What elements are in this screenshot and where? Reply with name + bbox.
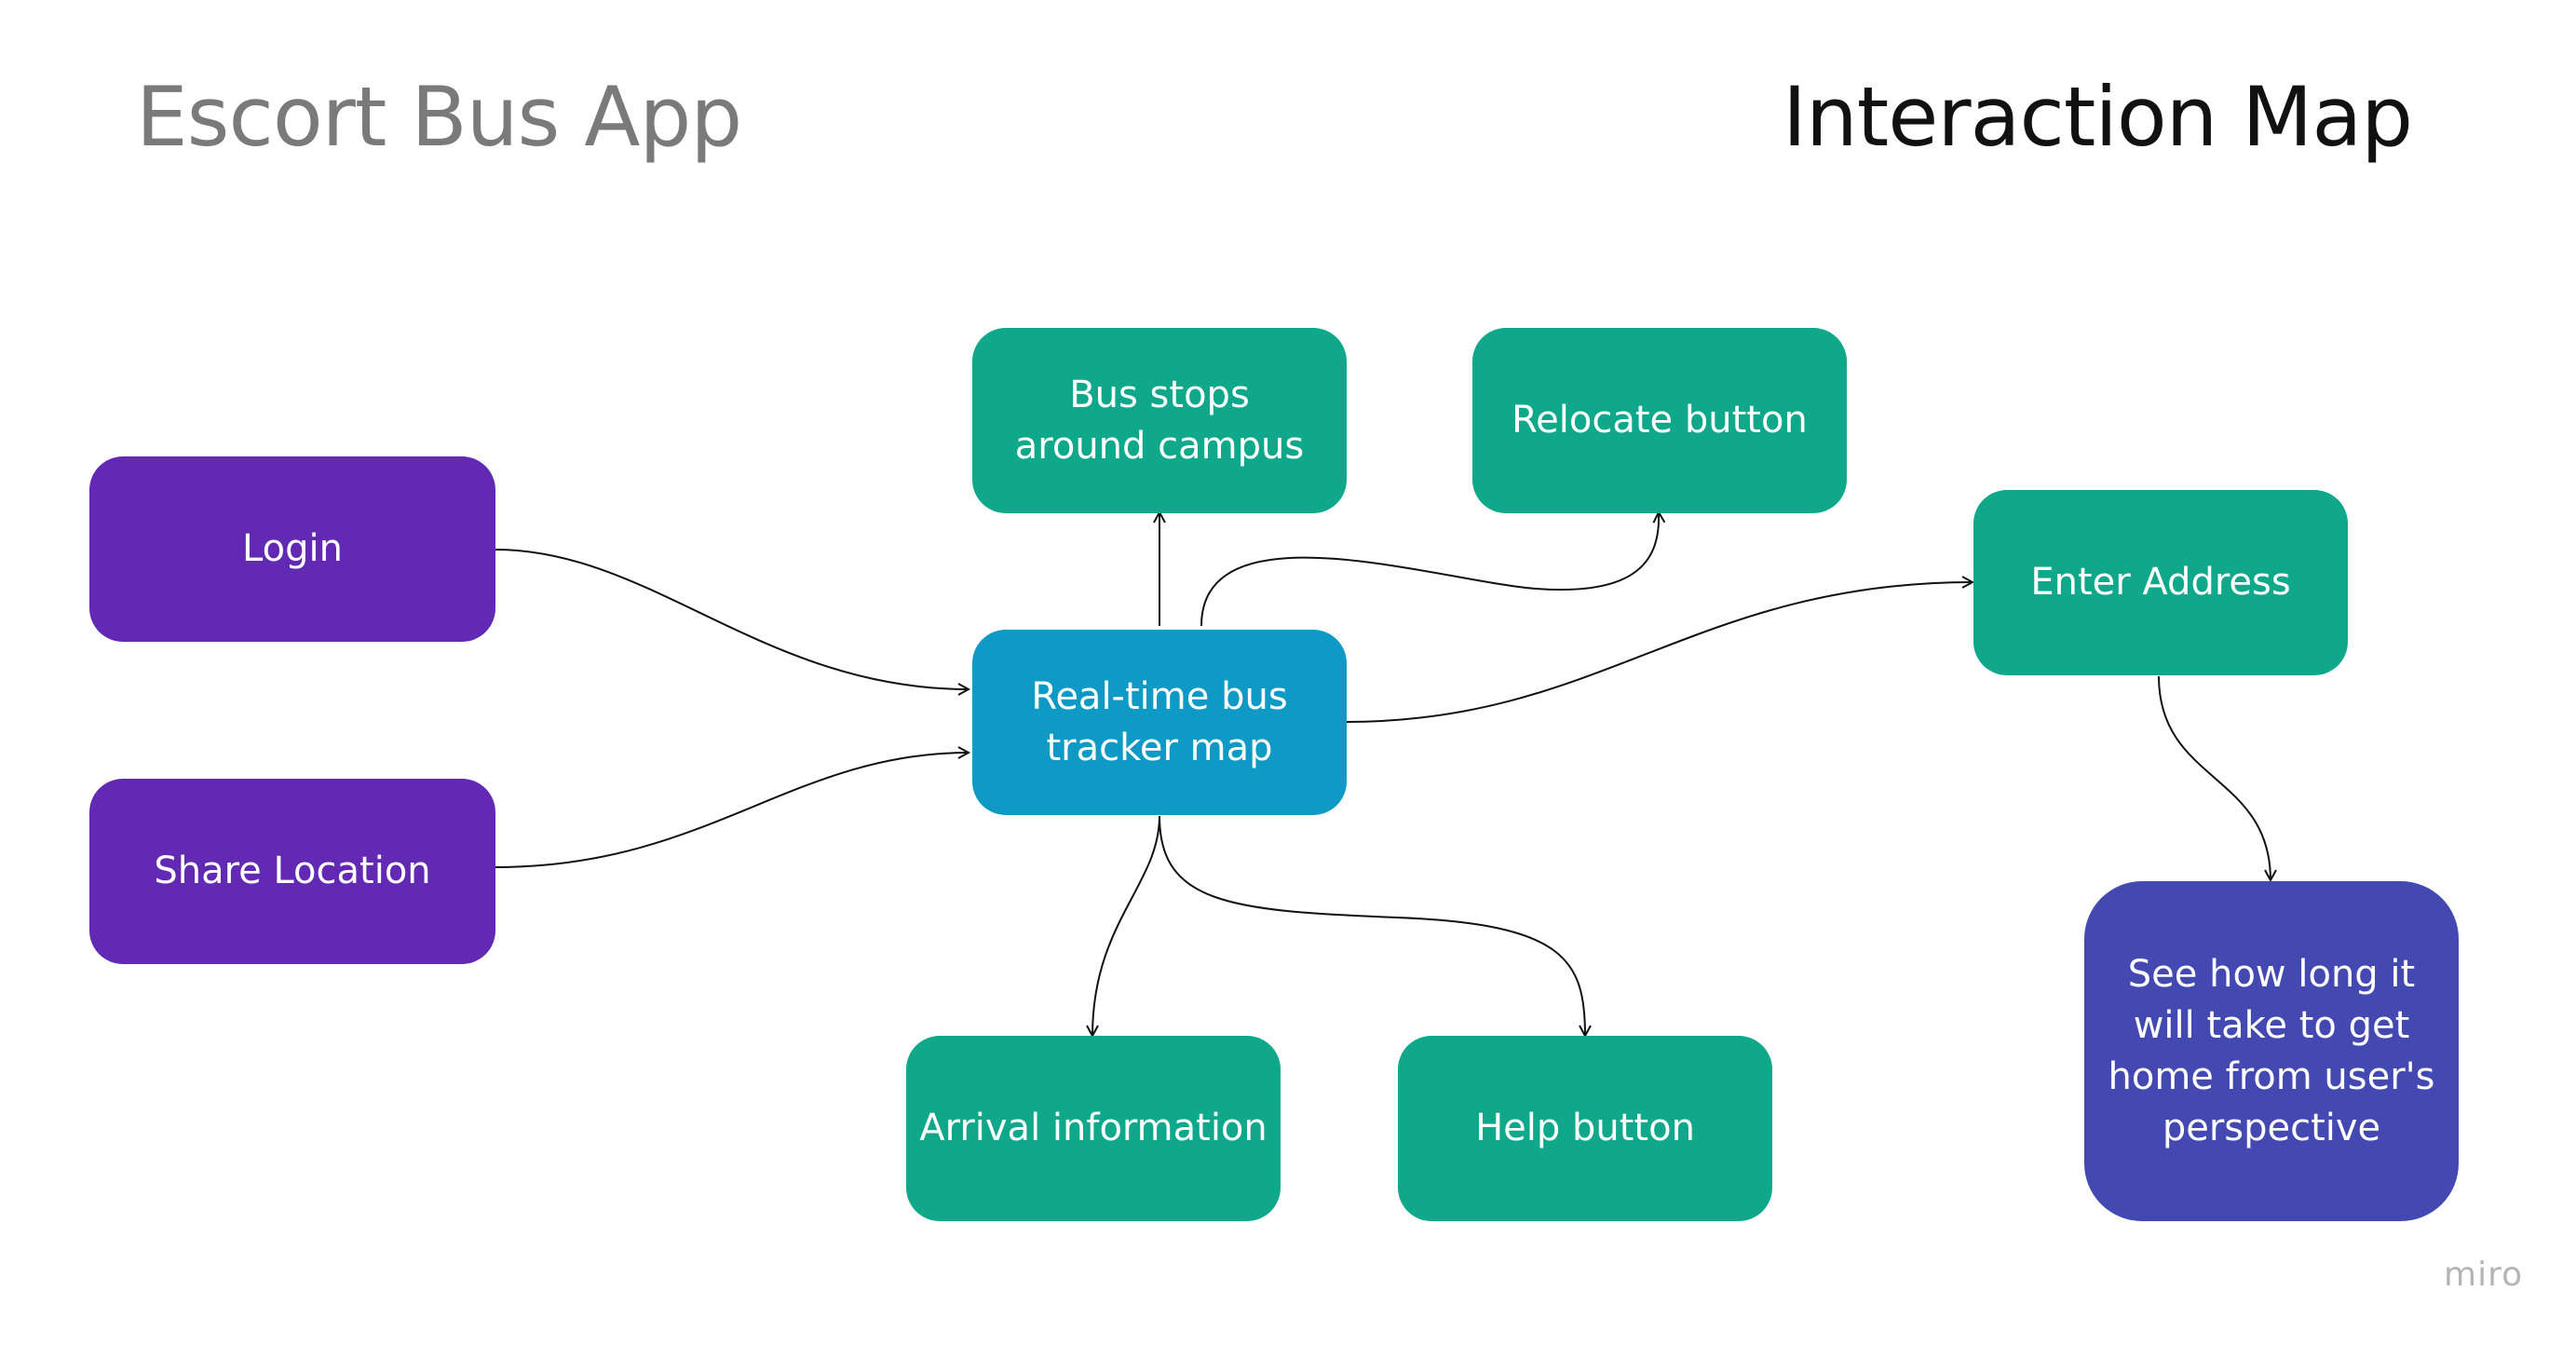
arrival-info-node-label: Arrival information [919,1107,1268,1149]
edge-login-to-tracker [495,549,969,689]
relocate-node[interactable]: Relocate button [1472,328,1847,513]
share-location-node-label: Share Location [154,850,431,892]
edge-tracker-to-arrival [1092,815,1160,1036]
help-button-node[interactable]: Help button [1398,1036,1772,1221]
app-title: Escort Bus App [136,69,742,165]
enter-address-node[interactable]: Enter Address [1973,490,2348,675]
edge-tracker-to-help [1159,815,1585,1036]
time-home-node[interactable]: See how long it will take to get home fr… [2084,881,2459,1221]
bus-stops-node-label: Bus stops around campus [1014,373,1305,468]
arrival-info-node[interactable]: Arrival information [906,1036,1281,1221]
share-location-node[interactable]: Share Location [89,779,495,964]
enter-address-node-label: Enter Address [2030,561,2291,604]
tracker-map-node[interactable]: Real-time bus tracker map [972,630,1347,815]
tracker-map-node-label: Real-time bus tracker map [1031,674,1288,769]
time-home-node-label: See how long it will take to get home fr… [2108,952,2435,1149]
help-button-node-label: Help button [1475,1107,1695,1149]
map-title: Interaction Map [1783,69,2413,165]
login-node-label: Login [242,527,343,570]
edge-tracker-to-relocate [1200,512,1659,627]
bus-stops-node[interactable]: Bus stops around campus [972,328,1347,513]
edge-share-to-tracker [495,753,969,868]
miro-watermark: miro [2444,1256,2524,1294]
edge-tracker-to-enteraddress [1346,582,1973,723]
relocate-node-label: Relocate button [1512,399,1808,442]
login-node[interactable]: Login [89,456,495,642]
edge-address-to-timehome [2158,675,2271,880]
